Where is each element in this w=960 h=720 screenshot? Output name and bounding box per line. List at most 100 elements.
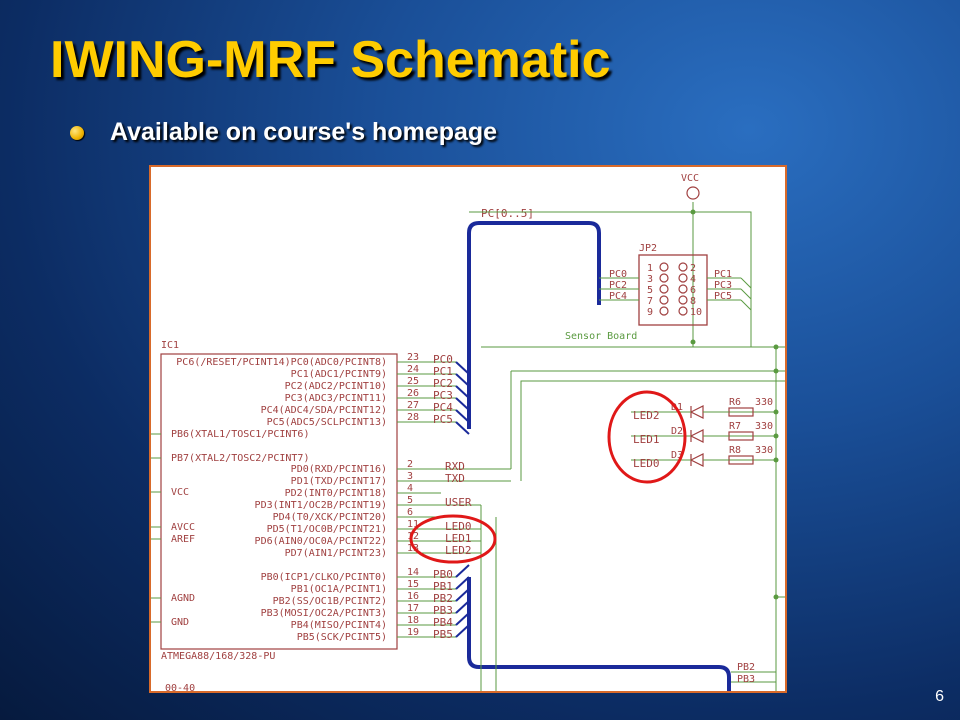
net-label: PC0 bbox=[433, 353, 453, 366]
connector-pin-num: 10 bbox=[690, 307, 702, 318]
resistor-value: 330 bbox=[755, 397, 773, 408]
ic-pin-right: PD3(INT1/OC2B/PCINT19) bbox=[255, 500, 387, 511]
pin-number: 14 bbox=[407, 567, 419, 578]
ic-body bbox=[160, 353, 398, 650]
net-label: PB5 bbox=[433, 628, 453, 641]
ic-pin-left: VCC bbox=[171, 487, 189, 498]
net-label: PB1 bbox=[433, 580, 453, 593]
connector-net-right: PC3 bbox=[714, 280, 732, 291]
connector-pin-num: 1 bbox=[647, 263, 653, 274]
pin-number: 5 bbox=[407, 495, 413, 506]
resistor-value: 330 bbox=[755, 445, 773, 456]
ic-ref: IC1 bbox=[161, 340, 179, 351]
connector-ref: JP2 bbox=[639, 243, 657, 254]
connector-pin-num: 2 bbox=[690, 263, 696, 274]
net-label: PB2 bbox=[433, 592, 453, 605]
connector-pin-num: 5 bbox=[647, 285, 653, 296]
connector-net-left: PC4 bbox=[609, 291, 627, 302]
net-label: PB3 bbox=[433, 604, 453, 617]
resistor-ref: R6 bbox=[729, 397, 741, 408]
ic-pin-left: AREF bbox=[171, 534, 195, 545]
net-label: PC5 bbox=[433, 413, 453, 426]
connector-net-left: PC0 bbox=[609, 269, 627, 280]
connector-pin-num: 9 bbox=[647, 307, 653, 318]
ic-part: ATMEGA88/168/328-PU bbox=[161, 651, 275, 662]
connector-pin-num: 3 bbox=[647, 274, 653, 285]
net-label: PC2 bbox=[433, 377, 453, 390]
pin-number: 26 bbox=[407, 388, 419, 399]
connector-pin-num: 6 bbox=[690, 285, 696, 296]
bus-label: PC[0..5] bbox=[481, 207, 534, 220]
ic-pin-left: GND bbox=[171, 617, 189, 628]
connector-jp2 bbox=[638, 254, 708, 326]
led-net-label: LED2 bbox=[633, 409, 660, 422]
ic-pin-right: PC6(/RESET/PCINT14)PC0(ADC0/PCINT8) bbox=[176, 357, 387, 368]
pin-number: 2 bbox=[407, 459, 413, 470]
led-net-label: LED1 bbox=[633, 433, 660, 446]
ic-pin-right: PC3(ADC3/PCINT11) bbox=[285, 393, 387, 404]
pin-number: 18 bbox=[407, 615, 419, 626]
ic-pin-right: PD1(TXD/PCINT17) bbox=[291, 476, 387, 487]
schematic-diagram: IC1 ATMEGA88/168/328-PU PB6(XTAL1/TOSC1/… bbox=[151, 173, 785, 691]
led-net-label: LED0 bbox=[633, 457, 660, 470]
net-label: LED2 bbox=[445, 544, 472, 557]
resistor-ref: R8 bbox=[729, 445, 741, 456]
connector-pin-num: 8 bbox=[690, 296, 696, 307]
net-label: PC1 bbox=[433, 365, 453, 378]
highlight-ellipse-ic-leds bbox=[409, 514, 497, 564]
connector-net-left: PC2 bbox=[609, 280, 627, 291]
pin-number: 19 bbox=[407, 627, 419, 638]
schematic-image: IC1 ATMEGA88/168/328-PU PB6(XTAL1/TOSC1/… bbox=[149, 165, 787, 693]
connector-pin-num: 4 bbox=[690, 274, 696, 285]
ic-pin-right: PD4(T0/XCK/PCINT20) bbox=[273, 512, 387, 523]
bullet-icon bbox=[70, 125, 84, 140]
ic-pin-left: PB6(XTAL1/TOSC1/PCINT6) bbox=[171, 429, 309, 440]
diode-ref: D2 bbox=[671, 426, 683, 437]
pin-number: 11 bbox=[407, 519, 419, 530]
net-label: PB4 bbox=[433, 616, 453, 629]
diode-ref: D3 bbox=[671, 450, 683, 461]
ic-pin-right: PC2(ADC2/PCINT10) bbox=[285, 381, 387, 392]
net-label: LED1 bbox=[445, 532, 472, 545]
ic-pin-right: PD7(AIN1/PCINT23) bbox=[285, 548, 387, 559]
pin-number: 3 bbox=[407, 471, 413, 482]
ic-pin-right: PD6(AIN0/OC0A/PCINT22) bbox=[255, 536, 387, 547]
ic-pin-right: PB1(OC1A/PCINT1) bbox=[291, 584, 387, 595]
bullet-text: Available on course's homepage bbox=[110, 118, 498, 146]
vcc-label: VCC bbox=[681, 173, 699, 184]
pin-number: 12 bbox=[407, 531, 419, 542]
net-label: RXD bbox=[445, 460, 465, 473]
pin-number: 15 bbox=[407, 579, 419, 590]
slide-title: IWING-MRF Schematic bbox=[50, 31, 611, 89]
net-label: PC4 bbox=[433, 401, 453, 414]
ic-pin-right: PC1(ADC1/PCINT9) bbox=[291, 369, 387, 380]
resistor-value: 330 bbox=[755, 421, 773, 432]
net-label: LED0 bbox=[445, 520, 472, 533]
ic-pin-left: AGND bbox=[171, 593, 195, 604]
ic-pin-right: PC4(ADC4/SDA/PCINT12) bbox=[261, 405, 387, 416]
bottom-net-label: PB3 bbox=[737, 674, 755, 685]
corner-label: 00-40 bbox=[165, 683, 195, 691]
sensor-board-label: Sensor Board bbox=[565, 331, 637, 342]
ic-pin-right: PB2(SS/OC1B/PCINT2) bbox=[273, 596, 387, 607]
pin-number: 17 bbox=[407, 603, 419, 614]
pin-number: 4 bbox=[407, 483, 413, 494]
pin-number: 6 bbox=[407, 507, 413, 518]
page-number: 6 bbox=[935, 688, 944, 705]
ic-pin-right: PD0(RXD/PCINT16) bbox=[291, 464, 387, 475]
pin-number: 27 bbox=[407, 400, 419, 411]
resistor-ref: R7 bbox=[729, 421, 741, 432]
ic-pin-right: PD5(T1/OC0B/PCINT21) bbox=[267, 524, 387, 535]
net-label: PC3 bbox=[433, 389, 453, 402]
ic-pin-right: PC5(ADC5/SCLPCINT13) bbox=[267, 417, 387, 428]
connector-net-right: PC1 bbox=[714, 269, 732, 280]
connector-pin-num: 7 bbox=[647, 296, 653, 307]
bottom-net-label: PB2 bbox=[737, 662, 755, 673]
pin-number: 23 bbox=[407, 352, 419, 363]
ic-pin-right: PB3(MOSI/OC2A/PCINT3) bbox=[261, 608, 387, 619]
net-label: PB0 bbox=[433, 568, 453, 581]
net-label: TXD bbox=[445, 472, 465, 485]
net-label: USER bbox=[445, 496, 472, 509]
highlight-ellipse-led-nets bbox=[607, 390, 687, 484]
connector-net-right: PC5 bbox=[714, 291, 732, 302]
